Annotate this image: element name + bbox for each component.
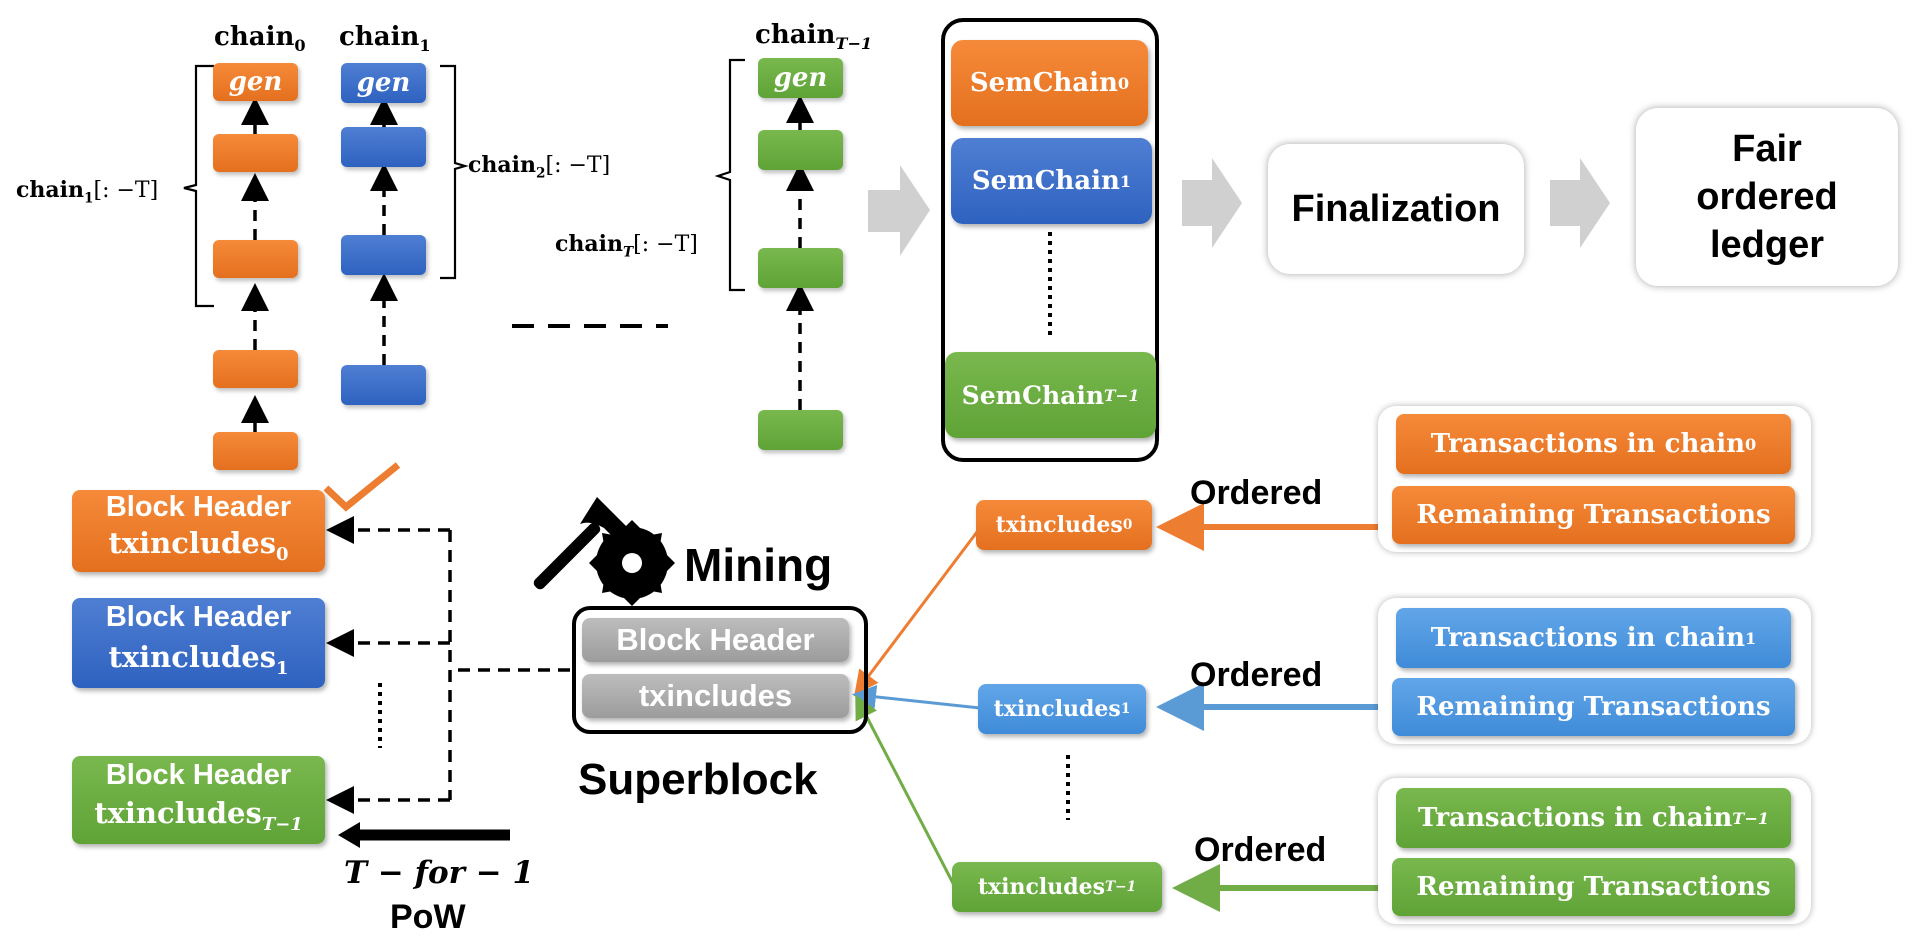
mining-dash-tree	[326, 516, 570, 814]
superblock-box	[572, 606, 868, 734]
block-header-T: Block Header txincludesT−1	[72, 756, 325, 844]
pipeline-arrows	[868, 158, 1610, 256]
bracket-label-chain2: chain2[: −T]	[468, 152, 611, 182]
remaining-tx-T: Remaining Transactions	[1392, 858, 1795, 916]
ordered-label-1: Ordered	[1190, 656, 1323, 694]
chain1-block	[341, 127, 426, 167]
chain0-block	[213, 432, 298, 470]
chain0-block	[213, 350, 298, 388]
chain0-title: chain0	[214, 22, 306, 56]
chainT-gen-block: gen	[758, 58, 843, 98]
bracket-label-chainT: chainT[: −T]	[555, 231, 698, 261]
ledger-box: Fair ordered ledger	[1636, 108, 1898, 286]
superblock-header: Block Header	[582, 618, 849, 662]
chainT-block	[758, 410, 843, 450]
chainT-block	[758, 248, 843, 288]
chainT-block	[758, 130, 843, 170]
remaining-tx-0: Remaining Transactions	[1392, 486, 1795, 544]
checkmark-icon	[323, 462, 401, 512]
ordered-label-T: Ordered	[1194, 831, 1327, 869]
chain1-block	[341, 235, 426, 275]
ordered-label-0: Ordered	[1190, 474, 1323, 512]
chain0-gen-block: gen	[213, 63, 298, 101]
t-for-1-label: T − for − 1	[344, 855, 535, 891]
remaining-tx-1: Remaining Transactions	[1392, 678, 1795, 736]
superblock-label: Superblock	[578, 755, 818, 804]
bracket-label-chain1: chain1[: −T]	[16, 177, 159, 207]
chainT-title: chainT−1	[755, 20, 873, 54]
superblock-txincludes: txincludes	[582, 674, 849, 718]
chain0-block	[213, 134, 298, 172]
chain1-gen-block: gen	[341, 63, 426, 103]
ledger-line-3: ledger	[1709, 224, 1825, 266]
block-header-0: Block Header txincludes0	[72, 490, 325, 572]
hammer-icon	[533, 497, 628, 590]
chain0-block	[213, 240, 298, 278]
brackets	[183, 58, 745, 308]
mining-label: Mining	[684, 539, 833, 591]
ledger-line-2: ordered	[1696, 176, 1838, 218]
chain1-block	[341, 365, 426, 405]
block-header-1: Block Header txincludes1	[72, 598, 325, 688]
semchain-panel	[941, 18, 1159, 462]
pow-label: PoW	[390, 898, 466, 936]
ledger-line-1: Fair	[1732, 128, 1802, 170]
saw-gear-icon	[589, 520, 675, 606]
finalization-box: Finalization	[1268, 144, 1524, 274]
chain1-title: chain1	[339, 22, 431, 56]
